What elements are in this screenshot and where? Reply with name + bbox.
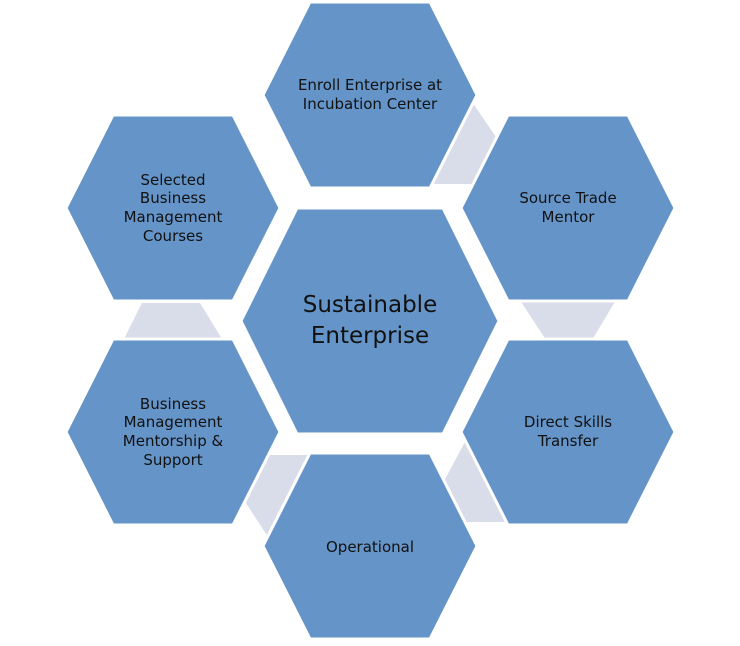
node-label-lower-left: Business Management Mentorship & Support — [122, 394, 224, 469]
hexagon-lower-right — [459, 337, 677, 527]
center-label: Sustainable Enterprise — [302, 291, 438, 349]
node-label-bottom: Operational — [325, 537, 414, 556]
node-label-top: Enroll Enterprise at Incubation Center — [297, 76, 443, 113]
connector-upper-right-to-lower-right — [520, 300, 616, 340]
connector-layer — [124, 96, 616, 540]
node-label-lower-right: Direct Skills Transfer — [523, 413, 613, 450]
hexagon-bottom — [261, 451, 479, 641]
node-label-upper-right: Source Trade Mentor — [519, 189, 617, 226]
hexagon-lower-left — [64, 337, 282, 527]
connector-top-to-upper-right — [430, 96, 498, 184]
node-label-upper-left: Selected Business Management Courses — [123, 170, 223, 245]
center-hexagon — [239, 206, 501, 436]
connector-lower-left-to-upper-left — [124, 303, 222, 339]
hexagon-top — [261, 0, 479, 190]
hexagon-upper-left — [64, 113, 282, 303]
hexagon-upper-right — [459, 113, 677, 303]
connector-bottom-to-lower-left — [244, 455, 310, 540]
